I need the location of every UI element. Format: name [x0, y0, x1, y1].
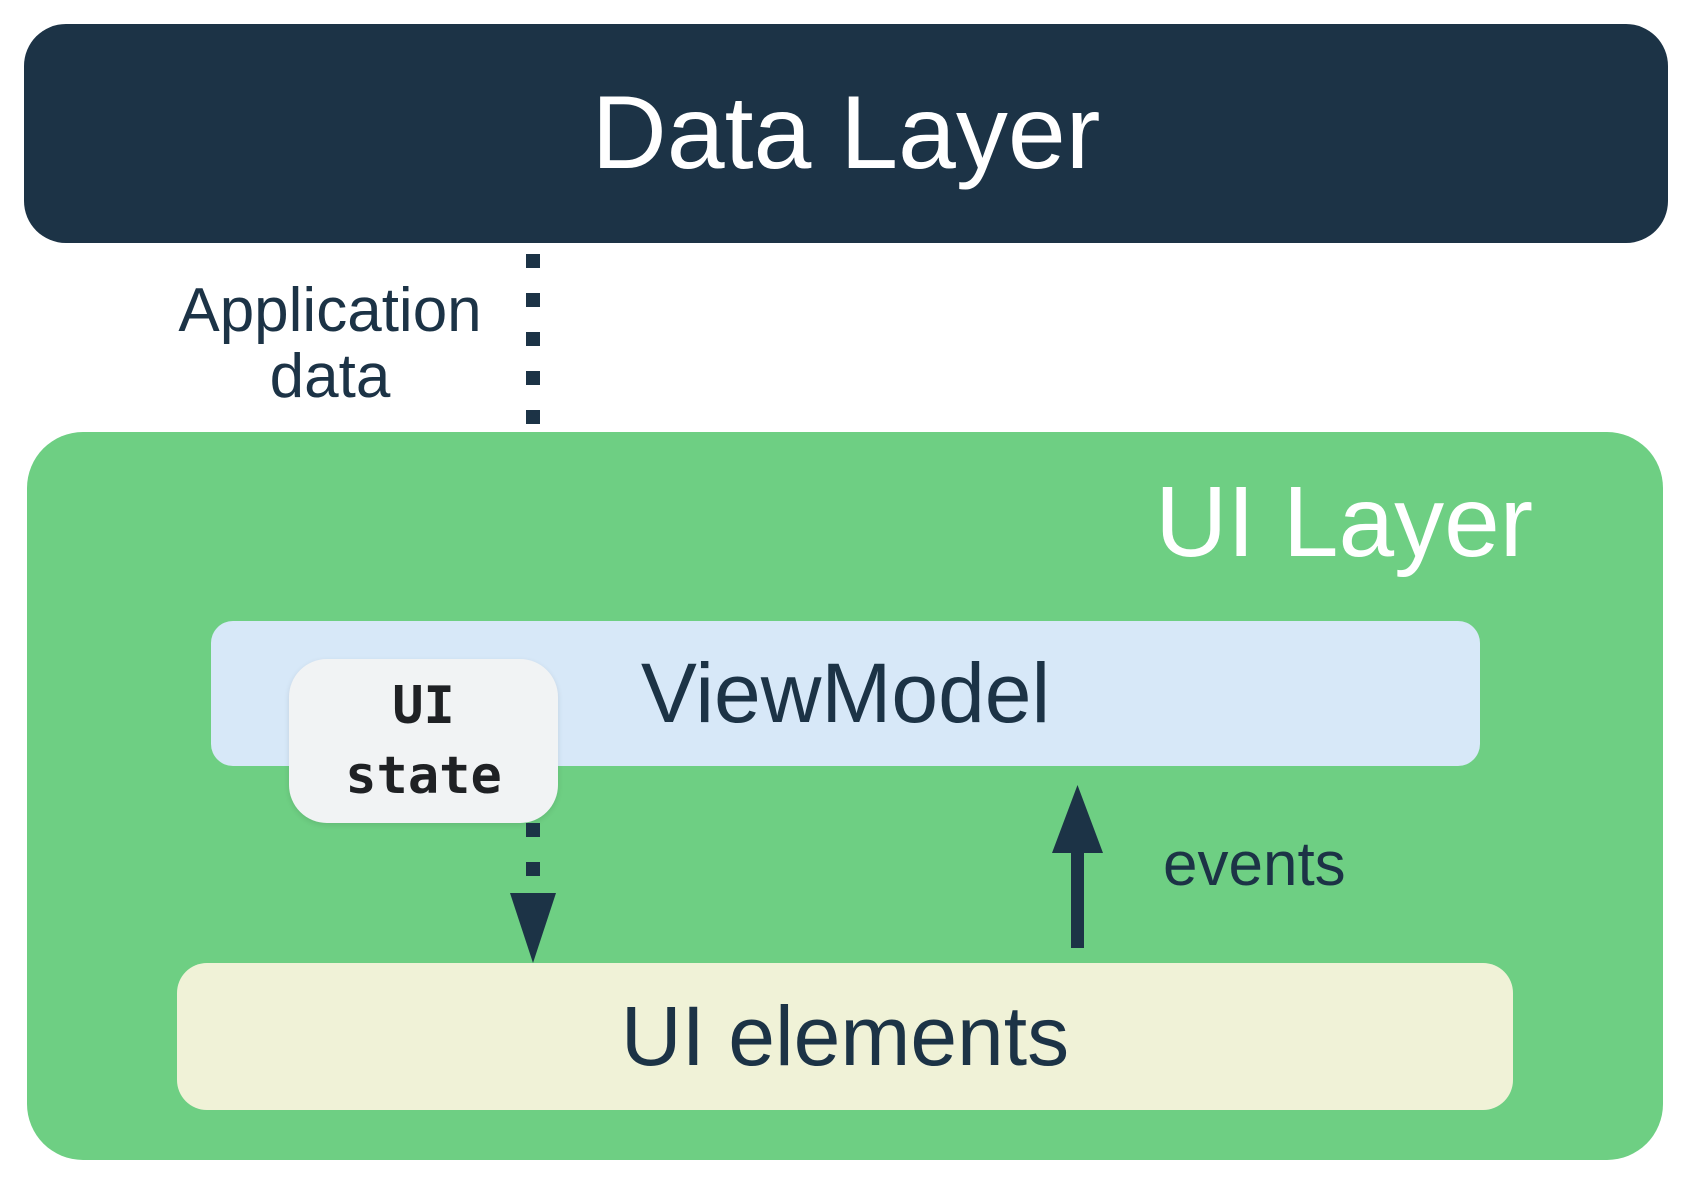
viewmodel-title: ViewModel: [640, 646, 1051, 740]
events-arrow-line: [1071, 853, 1084, 948]
ui-elements-title: UI elements: [620, 989, 1070, 1083]
ui-state-arrow-line: [526, 823, 540, 893]
events-label: events: [1163, 830, 1346, 899]
ui-state-label-line2: state: [345, 746, 502, 806]
data-layer-title: Data Layer: [591, 75, 1101, 191]
application-data-label: Application data: [140, 278, 520, 410]
ui-state-chip: UI state: [289, 659, 558, 823]
data-layer-box: Data Layer: [24, 24, 1668, 243]
application-data-label-line1: Application: [178, 276, 482, 345]
application-data-label-line2: data: [269, 342, 391, 411]
ui-layer-title: UI Layer: [1155, 466, 1533, 578]
ui-state-label-line1: UI: [392, 676, 455, 736]
ui-elements-box: UI elements: [177, 963, 1513, 1110]
